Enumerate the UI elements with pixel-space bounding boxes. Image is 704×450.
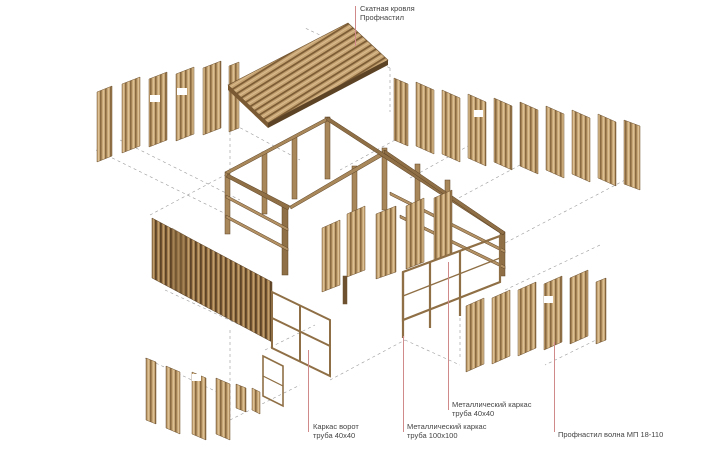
label-roof-line1: Скатная кровля xyxy=(360,4,415,13)
label-roof-line2: Профнастил xyxy=(360,13,404,22)
main-frame xyxy=(224,116,506,277)
label-frame-main: Металлический каркас труба 100х100 xyxy=(407,422,486,440)
label-gate-frame-line1: Каркас ворот xyxy=(313,422,359,431)
panels-bottom-left xyxy=(145,357,261,441)
gate-frame xyxy=(262,290,331,408)
gate-frame-leader xyxy=(308,350,309,432)
label-gate-frame: Каркас ворот труба 40х40 xyxy=(313,422,359,440)
roof-leader xyxy=(355,6,356,46)
label-frame-sub-line1: Металлический каркас xyxy=(452,400,532,409)
right-frame xyxy=(401,234,502,338)
panels-top-right xyxy=(393,77,641,191)
left-wall xyxy=(151,217,273,343)
label-sheet: Профнастил волна МП 18-110 xyxy=(558,430,663,439)
label-roof: Скатная кровля Профнастил xyxy=(360,4,415,22)
label-sheet-line1: Профнастил волна МП 18-110 xyxy=(558,430,664,439)
label-frame-sub-line2: труба 40х40 xyxy=(452,409,495,418)
label-frame-sub: Металлический каркас труба 40х40 xyxy=(452,400,531,418)
panels-top-left xyxy=(96,60,240,163)
frame-main-leader xyxy=(403,336,404,432)
frame-sub-leader xyxy=(448,262,449,410)
panels-bottom-right xyxy=(465,269,607,373)
panels-center xyxy=(321,189,453,305)
label-frame-main-line1: Металлический каркас xyxy=(407,422,487,431)
roof-sheet xyxy=(227,22,389,128)
label-frame-main-line2: труба 100х100 xyxy=(407,431,458,440)
label-gate-frame-line2: труба 40х40 xyxy=(313,431,356,440)
sheet-leader xyxy=(554,342,555,432)
